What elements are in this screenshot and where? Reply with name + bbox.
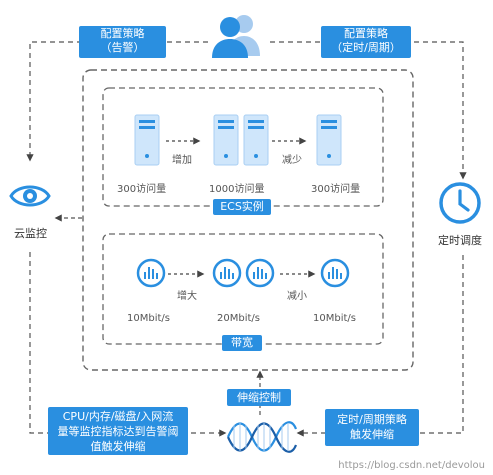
server-icon-3 xyxy=(243,114,269,166)
helix-icon xyxy=(226,421,298,453)
clock-icon xyxy=(439,182,481,224)
ecs-instance-title: ECS实例 xyxy=(213,199,271,215)
scaling-control-label: 伸缩控制 xyxy=(227,389,291,406)
policy-alarm-label: 配置策略 （告警） xyxy=(79,26,166,58)
trigger-schedule-label: 定时/周期策略 触发伸缩 xyxy=(325,409,419,446)
server-icon-1 xyxy=(134,114,160,166)
ecs-decrease-label: 减少 xyxy=(282,155,302,166)
bandwidth-decrease-label: 减小 xyxy=(287,291,307,302)
ecs-stage2-label: 1000访问量 xyxy=(209,184,265,195)
bandwidth-stage3-label: 10Mbit/s xyxy=(313,313,356,324)
bandwidth-signal-icon-4 xyxy=(320,258,350,288)
bandwidth-signal-icon-1 xyxy=(136,258,166,288)
policy-schedule-label: 配置策略 （定时/周期） xyxy=(321,26,411,58)
ecs-increase-label: 增加 xyxy=(172,155,192,166)
cloud-monitor-label: 云监控 xyxy=(14,227,47,240)
bandwidth-stage1-label: 10Mbit/s xyxy=(127,313,170,324)
ecs-stage3-label: 300访问量 xyxy=(311,184,361,195)
server-icon-2 xyxy=(213,114,239,166)
bandwidth-increase-label: 增大 xyxy=(177,291,197,302)
bandwidth-title: 带宽 xyxy=(222,335,262,351)
watermark-text: https://blog.csdn.net/devolou xyxy=(338,460,485,471)
server-icon-4 xyxy=(316,114,342,166)
timed-schedule-label: 定时调度 xyxy=(438,234,482,247)
bandwidth-signal-icon-3 xyxy=(245,258,275,288)
eye-icon xyxy=(9,185,51,207)
bandwidth-signal-icon-2 xyxy=(212,258,242,288)
trigger-alarm-label: CPU/内存/磁盘/入网流 量等监控指标达到告警阈 值触发伸缩 xyxy=(48,407,188,455)
bandwidth-stage2-label: 20Mbit/s xyxy=(217,313,260,324)
users-icon xyxy=(212,15,260,58)
ecs-stage1-label: 300访问量 xyxy=(117,184,167,195)
